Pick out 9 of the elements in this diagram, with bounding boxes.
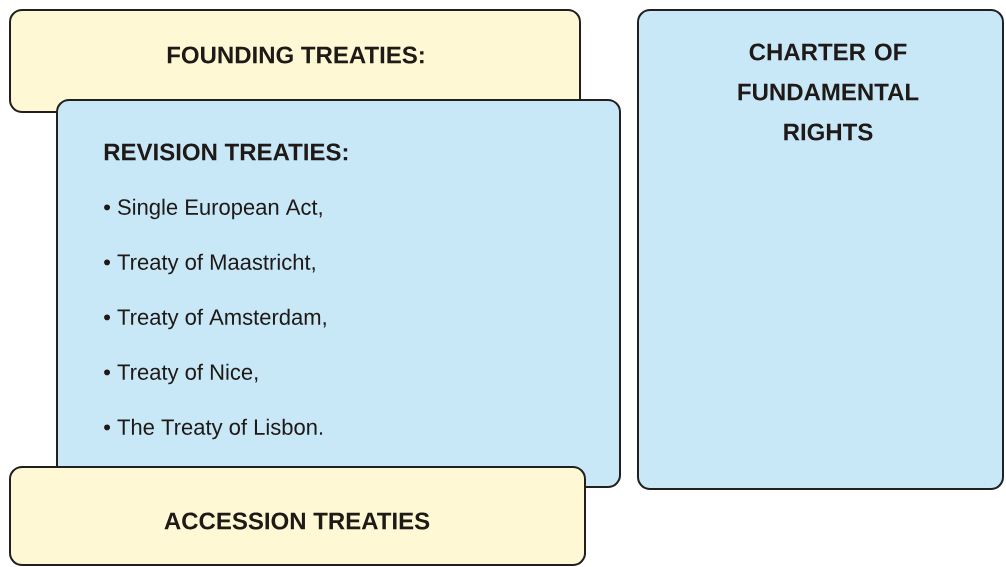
- box-heading: REVISION TREATIES:: [104, 143, 348, 161]
- box-heading: CHARTER OF FUNDAMENTAL RIGHTS: [738, 43, 919, 141]
- list-item: • Treaty of Amsterdam,: [104, 308, 326, 330]
- list-item: • The Treaty of Lisbon.: [104, 418, 323, 440]
- list-item: • Single European Act,: [104, 198, 322, 220]
- list-item: • Treaty of Nice,: [104, 363, 258, 385]
- box-heading: ACCESSION TREATIES: [164, 512, 430, 530]
- list-item: • Treaty of Maastricht,: [104, 253, 315, 275]
- box-heading: FOUNDING TREATIES:: [167, 46, 424, 64]
